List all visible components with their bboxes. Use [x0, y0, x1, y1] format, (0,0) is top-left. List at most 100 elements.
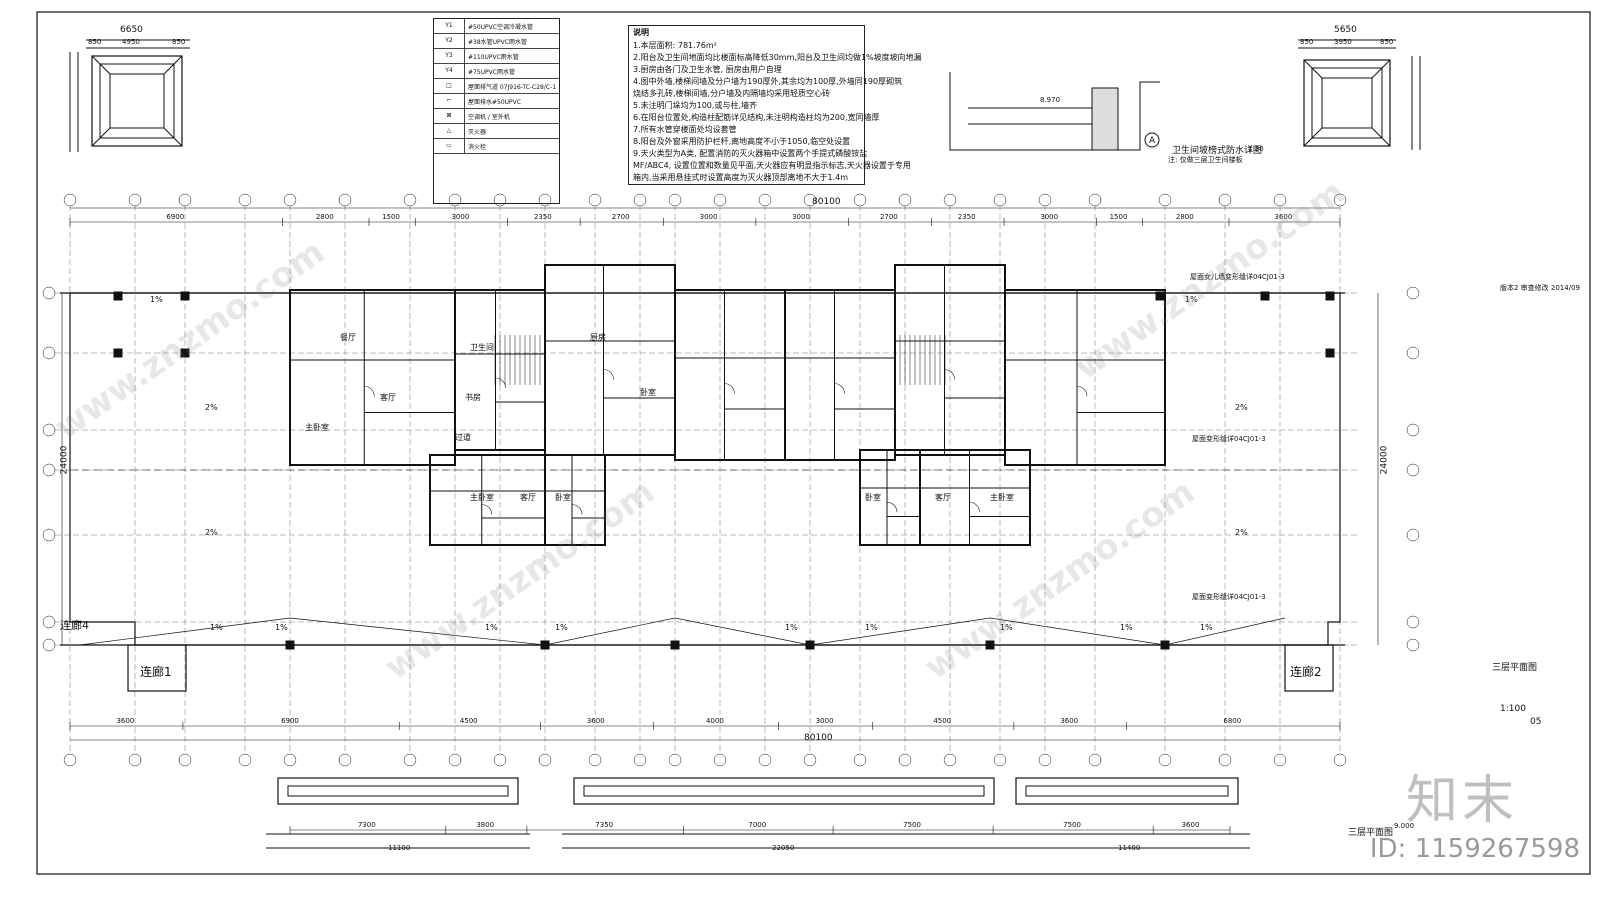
- roof-ref-1: 屋面女儿墙变形缝详04CJ01-3: [1190, 273, 1285, 281]
- axis-bubble-bottom: [1218, 753, 1232, 767]
- dimension-value: 2700: [880, 213, 898, 221]
- axis-bubble-top: [633, 193, 647, 207]
- legend-text: #75UPVC雨水管: [468, 68, 515, 76]
- note-line: 1.本层面积: 781.76m²: [633, 41, 717, 50]
- axis-bubble-top: [338, 193, 352, 207]
- structural-column: [1260, 291, 1270, 301]
- legend-row: ⊠空调机 / 室外机: [434, 109, 559, 124]
- left-block-edge-2: 850: [172, 38, 186, 46]
- door-swing: [944, 369, 955, 380]
- bottom-blocks: [266, 777, 1250, 849]
- axis-bubble-bottom: [448, 753, 462, 767]
- legend-symbol: Y2: [434, 34, 465, 48]
- axis-bubble-left: [42, 423, 56, 437]
- right-block-inner: 3950: [1334, 38, 1352, 46]
- slope-label: 1%: [275, 623, 288, 632]
- note-line: 箱内,当采用悬挂式时设置高度为灭火器顶部离地不大于1.4m: [633, 173, 849, 182]
- dimension-value: 1500: [1110, 213, 1128, 221]
- structural-column: [1160, 640, 1170, 650]
- dimension-value: 7350: [595, 821, 613, 829]
- dimension-value: 3000: [816, 717, 834, 725]
- axis-bubble-bottom: [853, 753, 867, 767]
- unit-outline: [674, 289, 786, 461]
- note-line: 6.在阳台位置处,构造柱配筋详见结构,未注明构造柱均为200,宽同墙厚: [633, 113, 880, 122]
- axis-bubble-bottom: [713, 753, 727, 767]
- legend-symbol: ▭: [434, 139, 465, 153]
- dimension-value: 4500: [933, 717, 951, 725]
- slope-label: 1%: [785, 623, 798, 632]
- axis-bubble-bottom: [338, 753, 352, 767]
- dimension-value: 3000: [700, 213, 718, 221]
- legend-row: △灭火器: [434, 124, 559, 139]
- room-label: 过道: [455, 432, 471, 442]
- axis-bubble-right: [1406, 346, 1420, 360]
- legend-row: Y2#38水管UPVC雨水管: [434, 34, 559, 49]
- structural-column: [113, 348, 123, 358]
- axis-bubble-bottom: [633, 753, 647, 767]
- legend-text: #38水管UPVC雨水管: [468, 38, 527, 46]
- unit-outline: [1004, 289, 1166, 466]
- structural-column: [985, 640, 995, 650]
- right-block-width: 5650: [1334, 25, 1357, 35]
- slope-label: 1%: [555, 623, 568, 632]
- left-block-edge-1: 850: [88, 38, 102, 46]
- axis-bubble-top: [993, 193, 1007, 207]
- room-label: 卫生间: [470, 342, 494, 352]
- dimension-value: 2350: [534, 213, 552, 221]
- axis-bubble-top: [128, 193, 142, 207]
- dimension-value: 7500: [1063, 821, 1081, 829]
- door-swing: [834, 383, 845, 394]
- legend-text: 屋面排水#50UPVC: [468, 98, 521, 106]
- room-label: 客厅: [935, 492, 951, 502]
- structural-column: [540, 640, 550, 650]
- axis-bubble-top: [668, 193, 682, 207]
- plan-title: 三层平面图: [1348, 828, 1394, 838]
- structural-column: [113, 291, 123, 301]
- axis-bubble-right: [1406, 638, 1420, 652]
- structural-column: [1155, 291, 1165, 301]
- legend-symbol: ⊠: [434, 109, 465, 123]
- note-line: MF/ABC4, 设置位置和数量见平面,天火器应有明显指示标志,天火器设置于专用: [633, 161, 911, 170]
- door-swing: [1076, 385, 1088, 397]
- axis-bubble-top: [1158, 193, 1172, 207]
- room-label: 主卧室: [470, 492, 494, 502]
- door-swing: [724, 383, 735, 394]
- legend-text: #110UPVC雨水管: [468, 53, 519, 61]
- notes-title: 说明: [633, 28, 649, 37]
- dimension-value: 2700: [612, 213, 630, 221]
- axis-bubble-bottom: [1158, 753, 1172, 767]
- left-roof-block: [69, 39, 190, 152]
- note-line: 8.阳台及外窗采用防护栏杆,离地高度不小于1050,临空处设置: [633, 137, 851, 146]
- corridor-4-label: 连廊4: [60, 619, 89, 632]
- note-line: 烧结多孔砖,楼梯间墙,分户墙及内隔墙均采用轻质空心砖: [633, 89, 831, 98]
- right-block-edge-1: 850: [1300, 38, 1314, 46]
- axis-bubble-top: [178, 193, 192, 207]
- axis-bubble-top: [803, 193, 817, 207]
- axis-bubble-top: [853, 193, 867, 207]
- note-line: 7.所有水管穿楼面处均设套管: [633, 125, 737, 134]
- axis-bubble-bottom: [403, 753, 417, 767]
- detail-mark: A: [1149, 136, 1156, 146]
- detail-elevation: 8.970: [1040, 96, 1061, 104]
- slope-label: 1%: [1000, 623, 1013, 632]
- axis-bubble-left: [42, 286, 56, 300]
- axis-bubble-right: [1406, 615, 1420, 629]
- bottom-total-dimension: 80100: [804, 733, 833, 743]
- dimension-value: 3600: [1060, 717, 1078, 725]
- dimension-value: 6900: [166, 213, 184, 221]
- door-swing: [969, 501, 980, 513]
- axis-bubble-bottom: [758, 753, 772, 767]
- roof-slope-label: 2%: [1235, 528, 1248, 537]
- door-swing: [481, 504, 493, 515]
- roof-slope-label: 2%: [205, 528, 218, 537]
- room-label: 客厅: [380, 392, 396, 402]
- axis-bubble-left: [42, 638, 56, 652]
- dimension-value: 7500: [903, 821, 921, 829]
- dimension-value: 3000: [792, 213, 810, 221]
- axis-bubble-bottom: [943, 753, 957, 767]
- roof-slope-label: 2%: [1235, 403, 1248, 412]
- elevation-mark: 9.000: [1394, 822, 1415, 830]
- dimension-value: 4500: [460, 717, 478, 725]
- axis-bubble-left: [42, 615, 56, 629]
- legend-row: Y3#110UPVC雨水管: [434, 49, 559, 64]
